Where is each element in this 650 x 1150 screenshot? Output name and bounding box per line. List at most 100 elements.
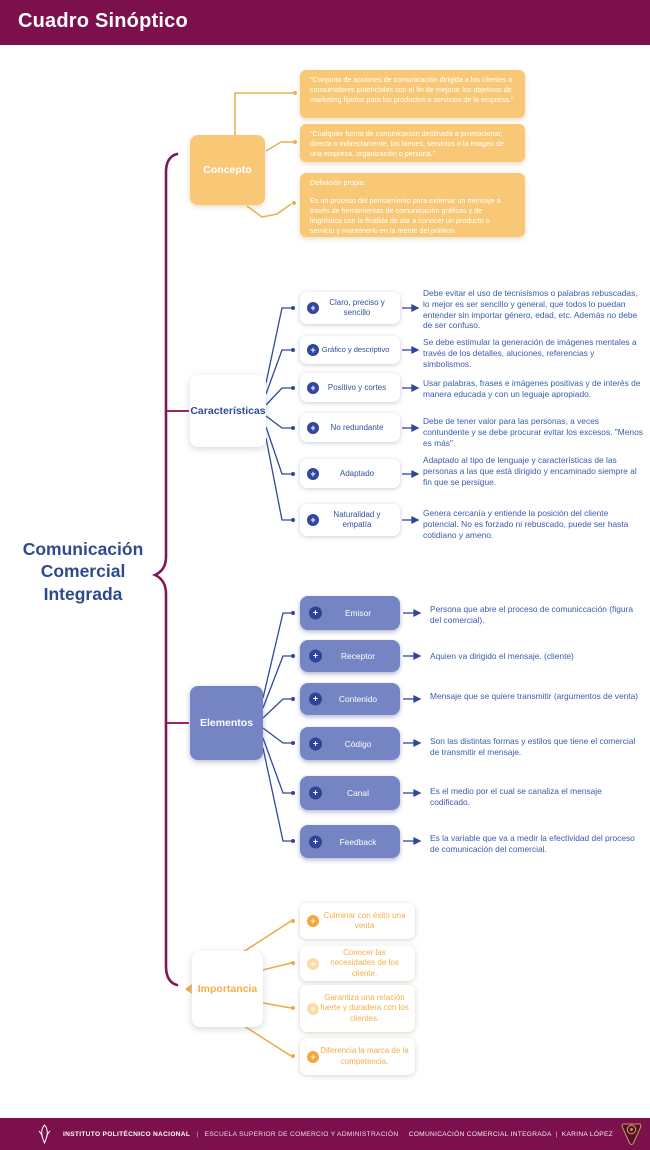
plus-icon: + <box>309 649 322 663</box>
caracteristica-desc-4: Debe de tener valor para las personas, a… <box>423 416 643 448</box>
plus-icon: + <box>307 1002 319 1015</box>
importancia-item-4-label: Diferencia la marca de la competencia. <box>320 1046 409 1066</box>
elementos-connector-dots <box>291 611 295 843</box>
footer-divider: | <box>196 1130 199 1138</box>
concepto-quote-3-heading: Definición propia: <box>310 178 366 187</box>
elemento-desc-5: Es el medio por el cual se canaliza el m… <box>430 786 602 807</box>
concepto-quote-1: "Conjunto de acciones de comunicación di… <box>300 70 525 118</box>
elemento-item-6: + Feedback <box>300 825 400 858</box>
header-bar: Cuadro Sinóptico <box>0 0 650 45</box>
caracteristica-desc-2: Se debe estimular la generación de imáge… <box>423 337 637 369</box>
elemento-item-3: + Contenido <box>300 683 400 715</box>
importancia-item-2-label: Conocer las necesidades de los cliente. <box>330 947 399 978</box>
category-concepto-label: Concepto <box>203 163 252 176</box>
elemento-item-2: + Receptor <box>300 640 400 672</box>
caracteristica-item-1-label: Claro, preciso y sencillo <box>329 298 385 317</box>
importancia-connector-dots <box>291 919 295 1058</box>
footer-author: KARINA LÓPEZ <box>561 1130 613 1138</box>
footer-institution: INSTITUTO POLITÉCNICO NACIONAL <box>63 1130 191 1138</box>
caracteristica-item-3-label: Positivo y cortes <box>327 382 387 392</box>
importancia-item-3-label: Garantiza una relación fuerte y duradera… <box>320 992 409 1023</box>
concepto-quote-1-text: "Conjunto de acciones de comunicación di… <box>310 75 514 104</box>
footer-school: ESCUELA SUPERIOR DE COMERCIO Y ADMINISTR… <box>204 1130 399 1138</box>
caracteristicas-connector-dots <box>291 306 295 522</box>
concepto-connectors <box>234 92 293 218</box>
concepto-quote-2: "Cualquier forma de comunicación destina… <box>300 124 525 162</box>
plus-icon: + <box>309 606 322 620</box>
caracteristica-item-2-label: Gráfico y descriptivo <box>321 345 390 355</box>
category-caracteristicas: Características <box>190 375 266 447</box>
caracteristica-item-1: + Claro, preciso y sencillo <box>300 292 400 324</box>
concepto-quote-3: Definición propia: Es un proceso del pen… <box>300 173 525 237</box>
elemento-desc-3: Mensaje que se quiere transmitir (argume… <box>430 691 639 701</box>
footer-credit-line: COMUNICACIÓN COMERCIAL INTEGRADA | KARIN… <box>409 1122 642 1146</box>
caracteristica-item-4-label: No redundante <box>330 422 384 432</box>
plus-icon: + <box>307 467 319 480</box>
footer-divider: | <box>555 1130 558 1138</box>
importancia-item-1-label: Culminar con éxito una venta <box>323 910 406 930</box>
category-elementos-label: Elementos <box>199 716 254 729</box>
caracteristica-item-6: + Naturalidad y empatía <box>300 504 400 536</box>
category-concepto: Concepto <box>190 135 265 205</box>
main-title: Comunicación Comercial Integrada <box>22 539 144 604</box>
importancia-item-2: + Conocer las necesidades de los cliente… <box>300 946 415 981</box>
caracteristica-item-3: + Positivo y cortes <box>300 373 400 402</box>
elemento-item-5-label: Canal <box>347 788 369 798</box>
category-elementos: Elementos <box>190 686 263 760</box>
elemento-desc-6: Es la variable que va a medir la efectiv… <box>430 833 635 854</box>
caracteristica-desc-6: Genera cercanía y entiende la posición d… <box>423 508 629 540</box>
elementos-connectors <box>262 612 291 842</box>
plus-icon: + <box>307 957 319 970</box>
elemento-item-5: + Canal <box>300 776 400 810</box>
plus-icon: + <box>307 514 319 526</box>
concepto-connector-dots <box>292 91 297 205</box>
page-title: Cuadro Sinóptico <box>18 10 188 32</box>
ipn-logo-icon <box>38 1123 51 1144</box>
footer-bar: INSTITUTO POLITÉCNICO NACIONAL | ESCUELA… <box>0 1118 650 1150</box>
category-importancia-label: Importancia <box>197 982 258 995</box>
plus-icon: + <box>309 692 322 706</box>
importancia-item-1: + Culminar con éxito una venta <box>300 903 415 939</box>
caracteristica-desc-1: Debe evitar el uso de tecnisismos o pala… <box>423 288 638 331</box>
category-importancia: Importancia <box>192 951 263 1027</box>
plus-icon: + <box>307 421 319 434</box>
elemento-item-4-label: Código <box>344 738 372 749</box>
plus-icon: + <box>309 737 322 750</box>
caracteristicas-connectors <box>265 307 291 521</box>
plus-icon: + <box>309 786 322 800</box>
elemento-item-1-label: Emisor <box>344 608 372 618</box>
elemento-item-2-label: Receptor <box>341 651 375 661</box>
caracteristica-item-5-label: Adaptado <box>339 468 375 478</box>
plus-icon: + <box>307 915 319 927</box>
plus-icon: + <box>307 1050 319 1063</box>
caracteristica-desc-3: Usar palabras, frases e imágenes positiv… <box>423 378 641 399</box>
esca-badge-icon <box>621 1123 642 1145</box>
brace <box>151 152 179 987</box>
importancia-item-3: + Garantiza una relación fuerte y durade… <box>300 985 415 1032</box>
elemento-desc-1: Persona que abre el proceso de comunicca… <box>430 604 633 625</box>
elemento-desc-2: Aquien va dirigido el mensaje. (cliente) <box>430 651 574 661</box>
plus-icon: + <box>307 302 319 314</box>
plus-icon: + <box>307 381 319 394</box>
caracteristica-desc-5: Adaptado al tipo de lenguaje y caracterí… <box>423 455 637 487</box>
elemento-desc-4: Son las distintas formas y estilos que t… <box>430 736 636 757</box>
importancia-item-4: + Diferencia la marca de la competencia. <box>300 1038 415 1075</box>
caracteristica-item-5: + Adaptado <box>300 459 400 488</box>
footer-institution-line: INSTITUTO POLITÉCNICO NACIONAL | ESCUELA… <box>63 1131 398 1138</box>
elemento-item-1: + Emisor <box>300 596 400 630</box>
category-caracteristicas-label: Características <box>190 404 266 417</box>
plus-icon: + <box>307 344 319 356</box>
elemento-item-6-label: Feedback <box>339 836 377 847</box>
elemento-item-3-label: Contenido <box>338 694 378 704</box>
elemento-item-4: + Código <box>300 727 400 760</box>
footer-project: COMUNICACIÓN COMERCIAL INTEGRADA <box>408 1130 552 1138</box>
concepto-quote-2-text: "Cualquier forma de comunicación destina… <box>310 129 505 158</box>
caracteristica-item-4: + No redundante <box>300 413 400 442</box>
caracteristicas-arrows <box>402 303 420 525</box>
concepto-quote-3-text: Es un proceso del pensamiento para exter… <box>310 195 501 235</box>
plus-icon: + <box>309 835 322 848</box>
elementos-arrows <box>403 608 422 846</box>
caracteristica-item-2: + Gráfico y descriptivo <box>300 336 400 364</box>
